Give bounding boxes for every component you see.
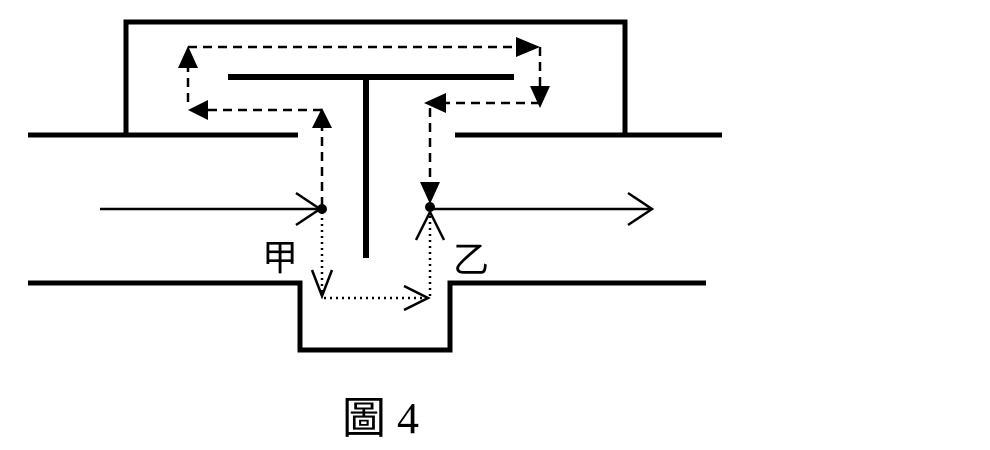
dotted-arrowheads: [310, 209, 446, 312]
cover-box: [123, 19, 628, 135]
arrowhead-down-right: [530, 86, 550, 108]
point-b-label: 乙: [453, 240, 489, 281]
arrowhead-left-lower: [424, 93, 446, 113]
arrowhead-left: [188, 100, 208, 120]
dashed-arrowheads: [178, 37, 550, 204]
point-a-label: 甲: [262, 238, 298, 279]
t-baffle: [228, 74, 514, 258]
dotted-flow: [320, 212, 432, 300]
dashed-flow: [186, 45, 542, 206]
point-b-dot: [425, 202, 435, 212]
main-flow: [100, 191, 655, 227]
point-a-dot: [317, 204, 327, 214]
figure-caption: 圖 4: [342, 394, 419, 443]
arrowhead-up-left: [178, 46, 198, 68]
lower-wall-with-well: [28, 280, 706, 353]
arrowhead-right-top: [516, 37, 540, 57]
pipe-walls: [28, 19, 722, 353]
arrowhead-down-b: [420, 182, 440, 204]
outflow-arrowhead: [627, 191, 655, 227]
arrowhead-up-a: [312, 108, 332, 128]
dotted-arrowhead-right: [403, 284, 431, 312]
dotted-arrowhead-down: [310, 269, 334, 300]
